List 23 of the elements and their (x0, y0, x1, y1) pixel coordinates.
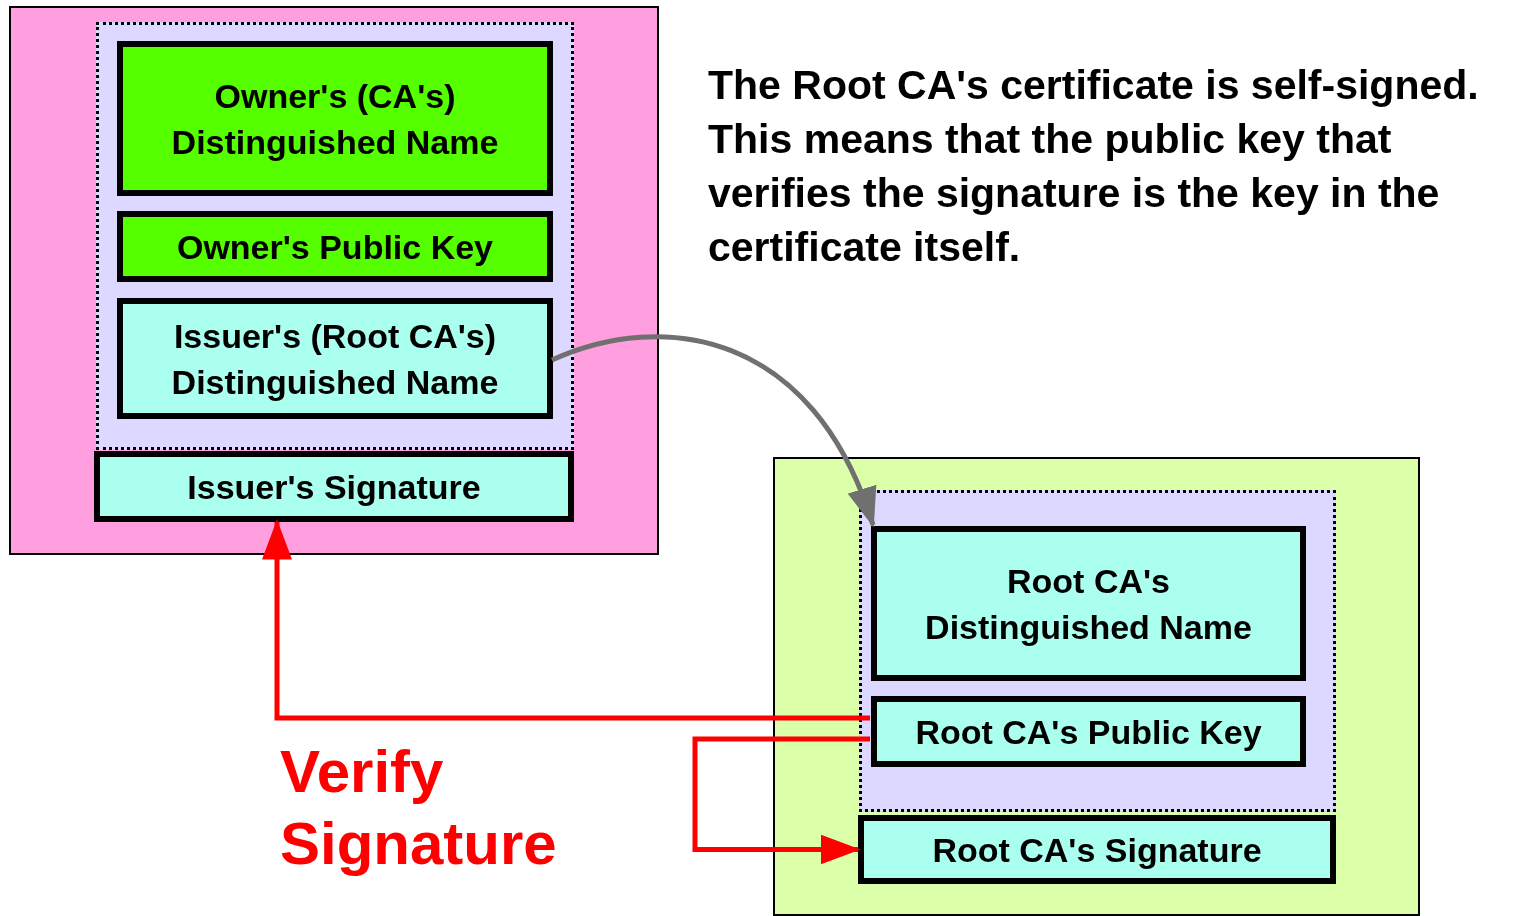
issuer-field (117, 298, 553, 419)
owner-field (117, 41, 553, 196)
verify-signature-label: Verify Signature (280, 737, 558, 879)
certificate-panel (859, 490, 1336, 812)
field-label: Issuer's Signature (186, 466, 482, 508)
arrow (692, 736, 870, 865)
issuer-field (94, 451, 574, 522)
owner-field (117, 211, 553, 282)
arrow (551, 334, 876, 528)
note-text: The Root CA's certificate is self-signed. This means that the public key that verifies the signature is the key in the certificate itself. (708, 61, 1480, 272)
field-label: Owner's (CA's) Distinguished Name (170, 75, 500, 163)
certificate-panel (96, 22, 574, 450)
issuer-field (871, 696, 1306, 767)
certificate-panel (9, 6, 659, 555)
field-label: Root CA's Distinguished Name (924, 560, 1253, 648)
field-label: Root CA's Public Key (914, 711, 1263, 753)
field-label: Root CA's Signature (931, 829, 1263, 871)
field-label: Issuer's (Root CA's) Distinguished Name (170, 315, 500, 403)
issuer-field (871, 526, 1306, 681)
issuer-field (858, 815, 1336, 884)
arrow (262, 519, 870, 721)
certificate-panel (773, 457, 1420, 916)
field-label: Owner's Public Key (175, 226, 495, 268)
